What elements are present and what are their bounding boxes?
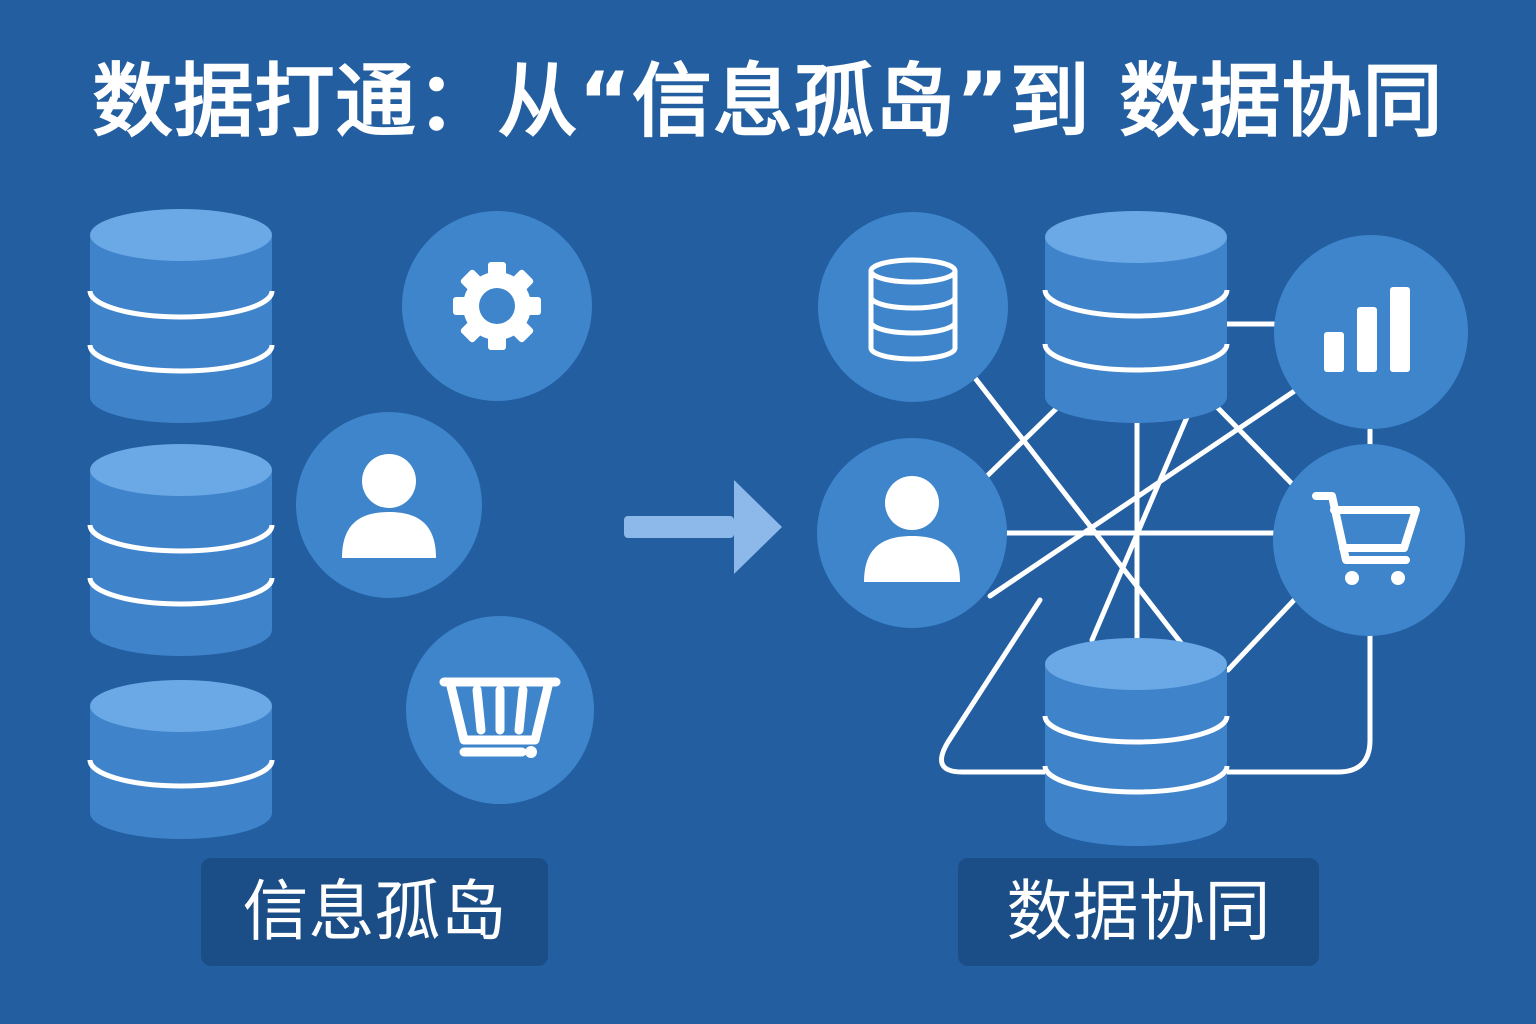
silo-label: 信息孤岛	[201, 858, 548, 966]
page-title: 数据打通：从“信息孤岛”到 数据协同	[92, 55, 1444, 148]
user-icon	[817, 438, 1007, 628]
collaboration-label: 数据协同	[958, 858, 1319, 966]
left-silos	[87, 209, 594, 839]
shopping-basket-icon	[406, 616, 594, 804]
gear-icon	[402, 211, 592, 401]
shopping-cart-icon	[1273, 444, 1465, 636]
bar-chart-icon	[1274, 235, 1468, 429]
user-icon	[296, 412, 482, 598]
database-icon	[1042, 638, 1230, 846]
right-network	[817, 211, 1468, 846]
arrow-right-icon	[624, 480, 782, 574]
database-icon	[87, 680, 275, 839]
database-icon	[87, 209, 275, 423]
database-icon	[87, 444, 275, 656]
database-outline-icon	[818, 212, 1008, 402]
database-icon	[1042, 211, 1230, 423]
